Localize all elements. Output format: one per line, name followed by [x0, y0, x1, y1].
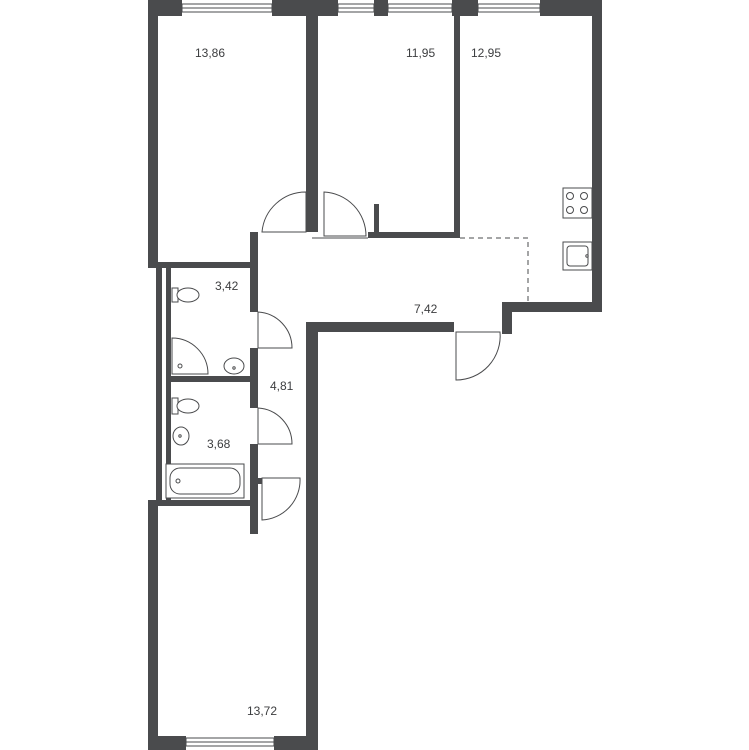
wall-hall-right-stub [502, 302, 512, 334]
wall-right [592, 0, 602, 312]
wall-room1-bottom [156, 262, 256, 268]
stove-icon [562, 187, 593, 219]
wall-corridor-right [306, 322, 318, 736]
door-bathroom [257, 407, 293, 445]
kitchen-zone-boundary [460, 237, 529, 302]
wall-left-upper [148, 0, 158, 268]
toilet-tank [171, 287, 179, 303]
wall-wet-left [166, 266, 171, 502]
wall-room2-bottom [368, 232, 460, 238]
area-labels: 13,86 11,95 12,95 3,42 4,81 3,68 7,42 13… [195, 46, 501, 718]
kitchen-zone [312, 237, 529, 302]
door-room1 [261, 191, 307, 233]
area-label-hall: 7,42 [414, 302, 438, 316]
wall-top-mid-3 [452, 0, 478, 16]
door-room2 [323, 191, 367, 237]
wall-top-mid-1 [272, 0, 338, 16]
door-toilet [257, 311, 293, 349]
area-label-toilet: 3,42 [215, 279, 239, 293]
wall-top-mid-2 [374, 0, 388, 16]
walls [148, 0, 602, 750]
wall-left-lower [148, 500, 158, 750]
toilet-fixtures [171, 287, 245, 375]
wall-room4-top [156, 500, 256, 506]
wall-corridor-left-mid [250, 348, 258, 408]
wall-hall-bottom [312, 322, 454, 332]
door-entrance [455, 331, 501, 381]
wall-corridor-left-upper [250, 232, 258, 312]
toilet-icon [176, 287, 200, 303]
wall-left-mid [156, 266, 162, 502]
area-label-corridor: 4,81 [270, 379, 294, 393]
windows [181, 3, 541, 747]
area-label-room-top-left: 13,86 [195, 46, 225, 60]
kitchen-fixtures [562, 187, 593, 271]
wall-room2-stub [374, 204, 379, 236]
area-label-bathroom: 3,68 [207, 437, 231, 451]
area-label-kitchen: 12,95 [471, 46, 501, 60]
wall-room1-room2 [306, 0, 318, 232]
washbasin-icon [223, 357, 245, 375]
wall-kitchen-bottom [502, 302, 602, 312]
area-label-room-bottom-left: 13,72 [247, 704, 277, 718]
wall-corridor-left-lower [250, 444, 258, 534]
bathroom-fixtures [165, 397, 245, 499]
shower-icon [171, 337, 209, 375]
door-room4 [261, 477, 301, 521]
wall-bottom-right [274, 736, 318, 750]
bath-toilet-icon [176, 398, 200, 414]
area-label-room-top-middle: 11,95 [406, 46, 435, 60]
wall-room2-kitchen [454, 14, 460, 236]
wall-toilet-bath [168, 376, 258, 382]
doors [257, 191, 501, 521]
wall-top-right-corner [540, 0, 602, 16]
wall-bottom-left [148, 736, 186, 750]
wall-door-stop [256, 478, 262, 484]
